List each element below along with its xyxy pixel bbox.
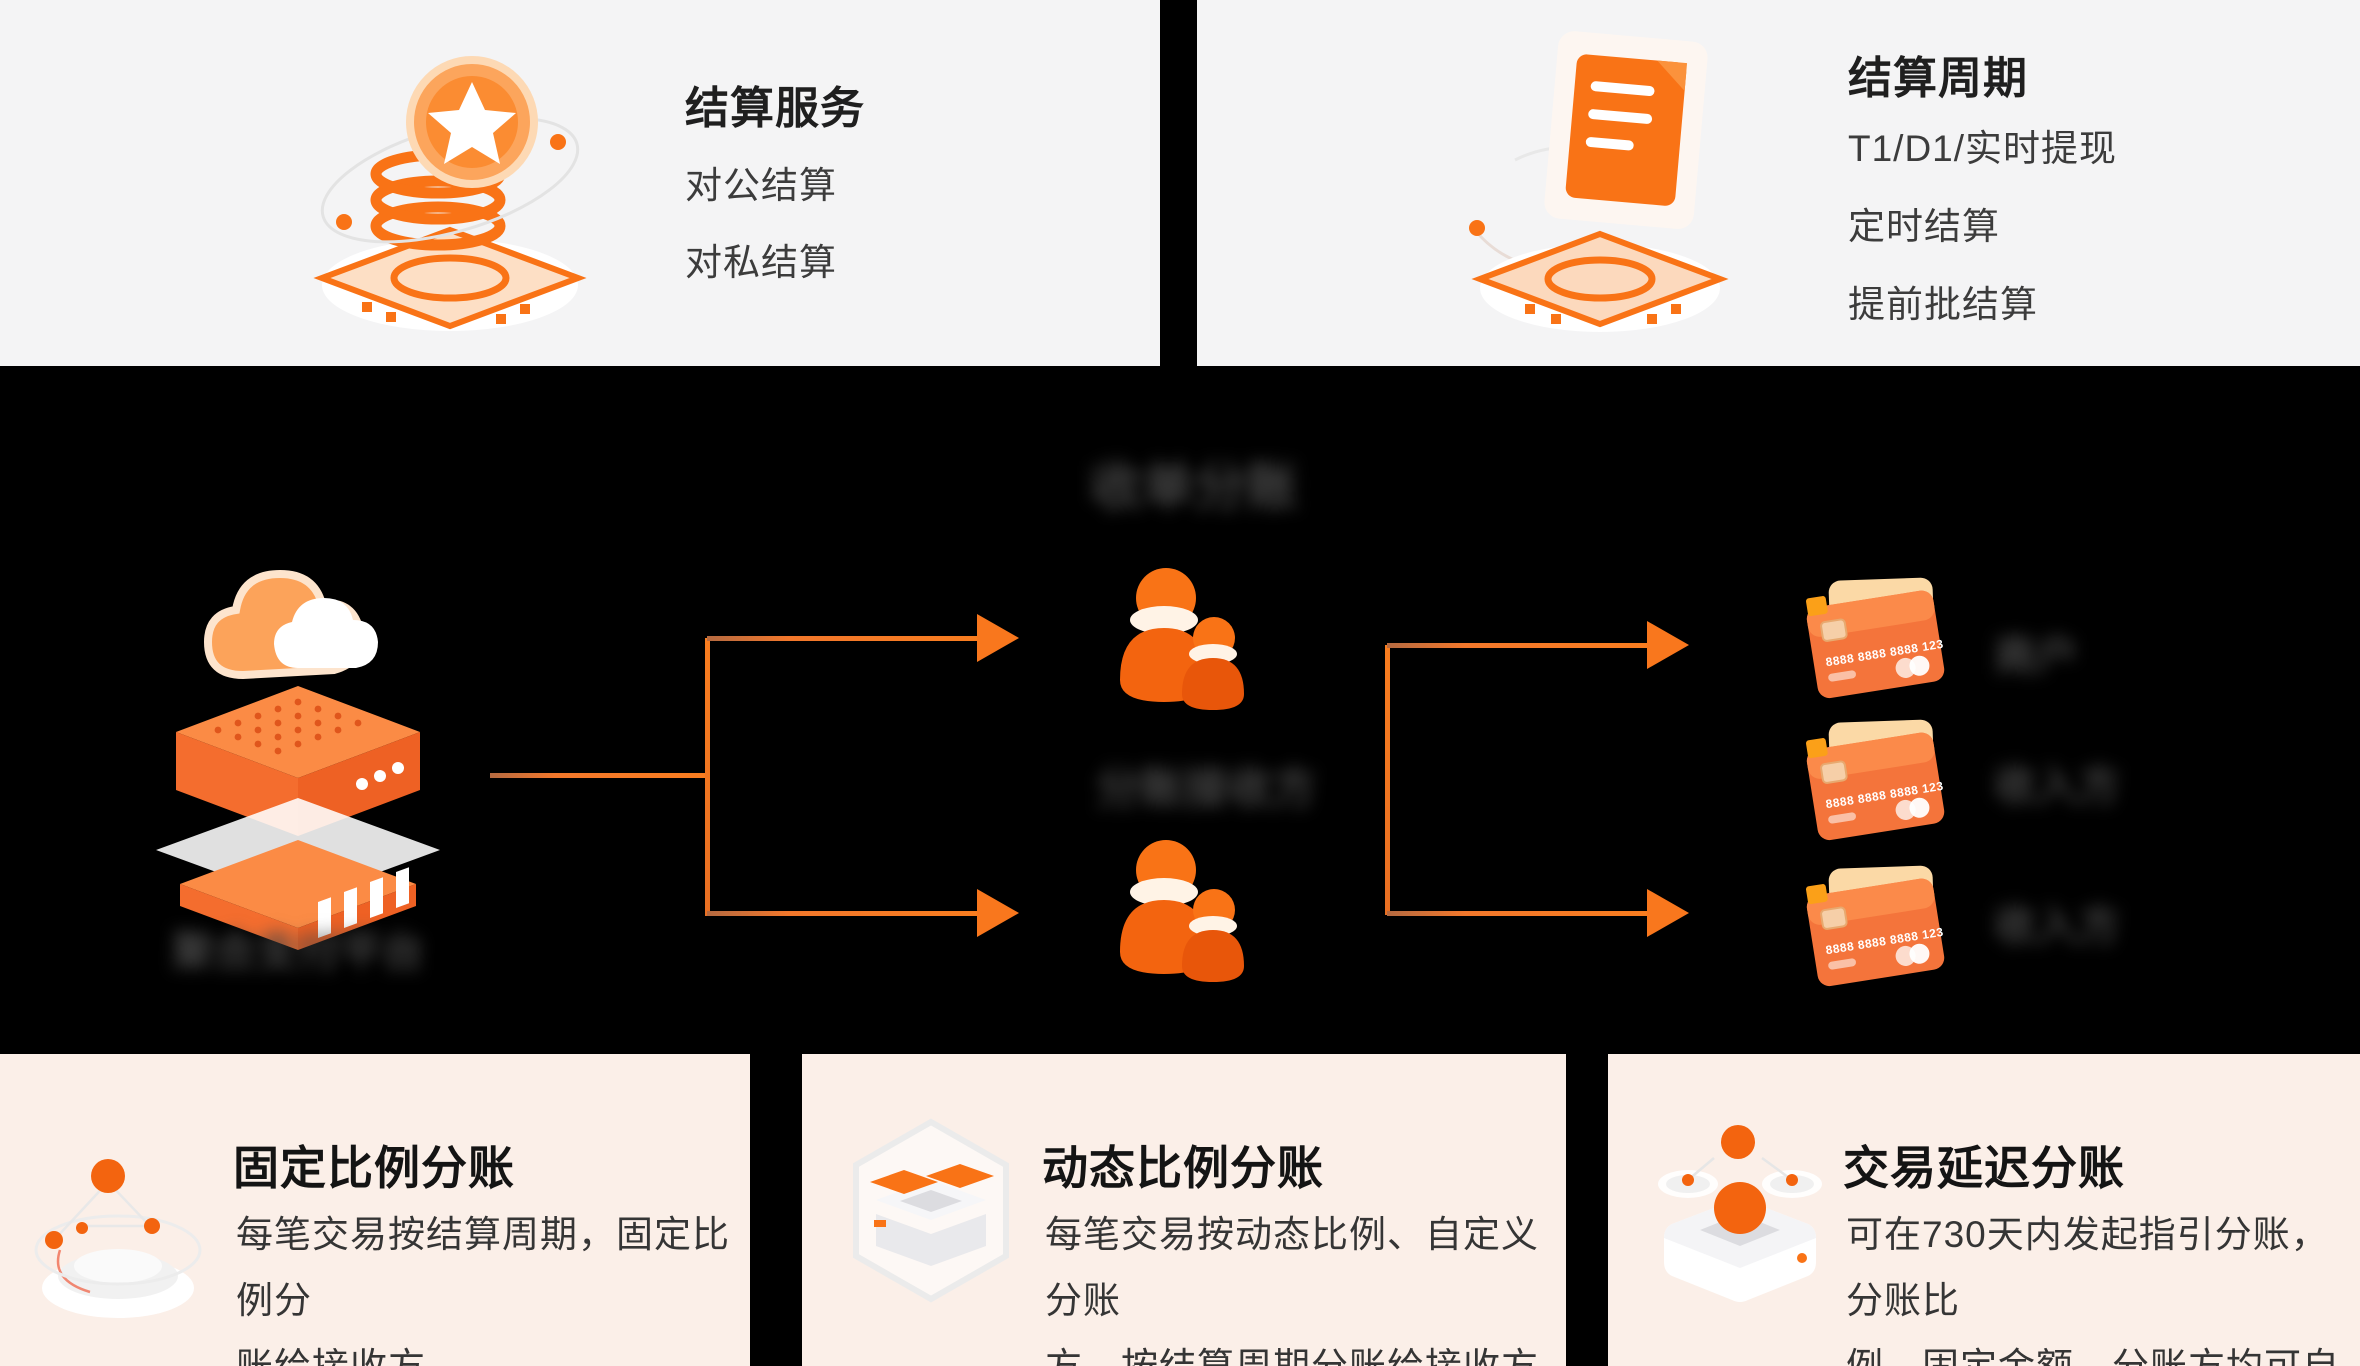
people-group-icon bbox=[1108, 562, 1258, 714]
flow-line bbox=[707, 636, 979, 641]
receivers-label-redacted: 分账接收方 bbox=[1096, 764, 1316, 813]
cloud-server-icon bbox=[148, 540, 448, 950]
fixed-ratio-title: 固定比例分账 bbox=[233, 1142, 515, 1194]
settlement-cycle-item: 定时结算 bbox=[1848, 206, 2000, 247]
dynamic-ratio-desc: 每笔交易按动态比例、自定义分账 方，按结算周期分账给接收方 bbox=[1045, 1202, 1566, 1366]
flow-line bbox=[490, 773, 708, 778]
flow-line bbox=[1385, 645, 1390, 915]
fixed-ratio-icon bbox=[30, 1130, 215, 1330]
people-group-icon bbox=[1108, 834, 1258, 986]
settlement-service-item: 对公结算 bbox=[685, 165, 837, 206]
dynamic-ratio-title: 动态比例分账 bbox=[1042, 1142, 1324, 1194]
source-label-redacted: 聚合支付平台 bbox=[172, 928, 425, 975]
settlement-cycle-card: 结算周期 T1/D1/实时提现 定时结算 提前批结算 bbox=[1197, 0, 2360, 366]
delayed-split-icon bbox=[1650, 1112, 1830, 1312]
card-row-label-redacted: 收入方 bbox=[1994, 762, 2121, 809]
settlement-cycle-item: T1/D1/实时提现 bbox=[1848, 128, 2118, 169]
diagram-center-title-redacted: 收单分账 bbox=[1090, 459, 1299, 517]
flow-line bbox=[1387, 643, 1649, 648]
bank-card-icon: 8888 8888 8888 123 bbox=[1798, 714, 1958, 864]
desc-line: 账给接收方 bbox=[236, 1334, 750, 1366]
delayed-split-title: 交易延迟分账 bbox=[1843, 1142, 2125, 1194]
arrow-head-icon bbox=[1647, 889, 1689, 937]
arrow-head-icon bbox=[977, 889, 1019, 937]
flow-line bbox=[1387, 911, 1649, 916]
dynamic-ratio-card: 动态比例分账 每笔交易按动态比例、自定义分账 方，按结算周期分账给接收方 bbox=[802, 1054, 1566, 1366]
bank-card-icon: 8888 8888 8888 123 bbox=[1798, 860, 1958, 1010]
delayed-split-card: 交易延迟分账 可在730天内发起指引分账，分账比 例、固定金额、分账方均可自定义 bbox=[1608, 1054, 2360, 1366]
document-icon bbox=[1455, 20, 1735, 340]
arrow-head-icon bbox=[977, 614, 1019, 662]
settlement-service-item: 对私结算 bbox=[685, 242, 837, 283]
settlement-service-card: 结算服务 对公结算 对私结算 bbox=[0, 0, 1160, 366]
settlement-cycle-title: 结算周期 bbox=[1848, 54, 2028, 103]
fixed-ratio-desc: 每笔交易按结算周期，固定比例分 账给接收方 bbox=[236, 1202, 750, 1366]
desc-line: 可在730天内发起指引分账，分账比 bbox=[1846, 1214, 2329, 1321]
desc-line: 每笔交易按动态比例、自定义分账 bbox=[1045, 1214, 1539, 1321]
card-row-label-redacted: 商户 bbox=[1994, 632, 2079, 679]
dynamic-ratio-icon bbox=[844, 1116, 1019, 1311]
desc-line: 每笔交易按结算周期，固定比例分 bbox=[236, 1214, 730, 1321]
arrow-head-icon bbox=[1647, 621, 1689, 669]
fixed-ratio-card: 固定比例分账 每笔交易按结算周期，固定比例分 账给接收方 bbox=[0, 1054, 750, 1366]
delayed-split-desc: 可在730天内发起指引分账，分账比 例、固定金额、分账方均可自定义 bbox=[1846, 1202, 2360, 1366]
desc-line: 例、固定金额、分账方均可自定义 bbox=[1846, 1334, 2360, 1366]
bank-card-icon: 8888 8888 8888 123 bbox=[1798, 572, 1958, 722]
coin-star-icon bbox=[300, 30, 600, 340]
desc-line: 方，按结算周期分账给接收方 bbox=[1045, 1334, 1566, 1366]
flow-line bbox=[707, 911, 979, 916]
card-row-label-redacted: 收入方 bbox=[1994, 902, 2121, 949]
settlement-cycle-item: 提前批结算 bbox=[1848, 284, 2038, 325]
flow-line bbox=[705, 638, 710, 916]
settlement-service-title: 结算服务 bbox=[685, 84, 865, 133]
